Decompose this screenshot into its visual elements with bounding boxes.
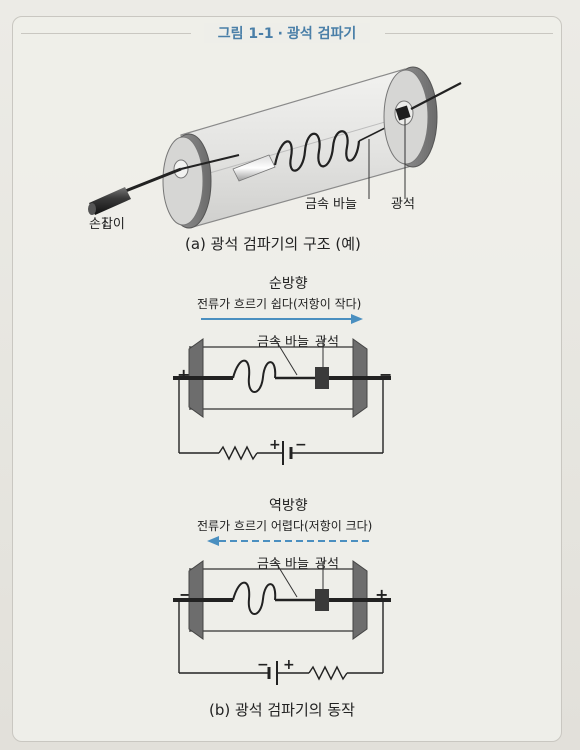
caption-a: (a) 광석 검파기의 구조 (예)	[185, 235, 361, 253]
title-rule-left	[21, 33, 191, 34]
operation-diagram	[173, 314, 391, 685]
figure-number: 그림 1-1	[217, 26, 274, 42]
caption-b: (b) 광석 검파기의 동작	[209, 701, 355, 719]
figure-title: 그림 1-1·광석 검파기	[13, 23, 561, 43]
title-rule-right	[385, 33, 553, 34]
needle-label-forward: 금속 바늘	[257, 335, 309, 350]
figure-title-text: 광석 검파기	[286, 26, 357, 42]
leader-lines	[104, 119, 406, 227]
crystal-label-a: 광석	[391, 197, 415, 212]
right-end-cap	[383, 66, 462, 168]
forward-heading: 순방향	[269, 276, 308, 292]
needle-label-a: 금속 바늘	[305, 197, 357, 212]
handle-label: 손잡이	[89, 217, 125, 232]
forward-battery-minus: −	[295, 437, 307, 453]
reverse-detector	[173, 560, 391, 685]
forward-battery-plus: +	[269, 437, 281, 453]
reverse-battery-plus: +	[283, 657, 295, 673]
forward-description: 전류가 흐르기 쉽다(저항이 작다)	[197, 297, 362, 311]
forward-detector	[173, 338, 391, 465]
reverse-heading: 역방향	[269, 498, 308, 514]
structure-diagram	[88, 66, 462, 229]
reverse-arrow	[207, 536, 369, 546]
reverse-description: 전류가 흐르기 어렵다(저항이 크다)	[197, 519, 373, 533]
handle	[88, 167, 182, 215]
crystal-label-forward: 광석	[315, 335, 339, 350]
title-separator: ·	[277, 26, 283, 42]
left-end-cap	[162, 133, 212, 229]
reverse-battery-minus: −	[257, 657, 269, 673]
forward-arrow	[201, 314, 363, 324]
figure-frame: 그림 1-1·광석 검파기	[12, 16, 562, 742]
crystal-label-reverse: 광석	[315, 557, 339, 572]
needle-label-reverse: 금속 바늘	[257, 557, 309, 572]
